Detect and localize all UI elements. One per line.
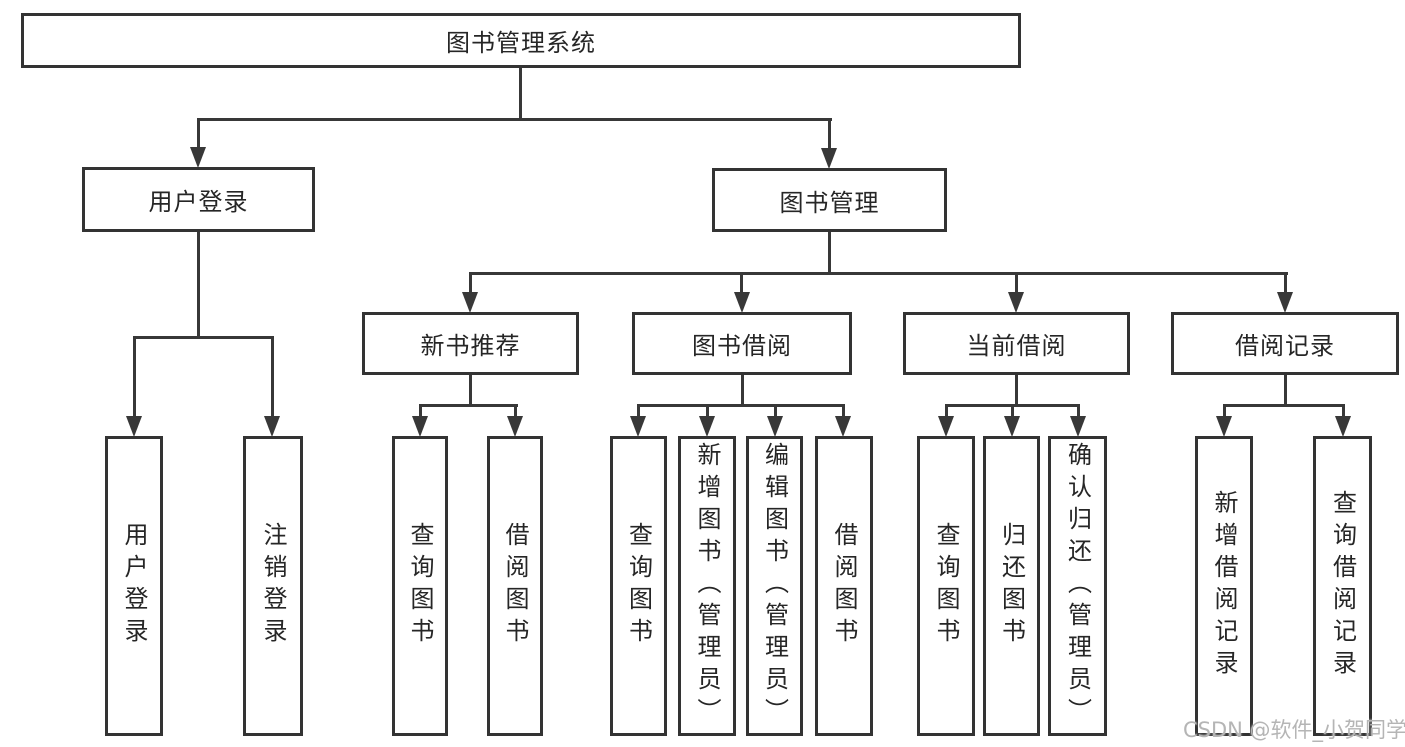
connector-leaf-stub <box>133 336 136 417</box>
connector-leaf-stub <box>469 272 472 294</box>
arrow-down-icon <box>734 292 750 313</box>
csdn-watermark: CSDN @软件_小贺同学 <box>1183 718 1405 742</box>
leaf-edit-book-admin: 编辑图书（管理员） <box>746 436 803 736</box>
arrow-down-icon <box>1277 292 1293 313</box>
leaf-add-book-admin: 新增图书（管理员） <box>678 436 736 736</box>
node-label: 归还图书 <box>997 522 1026 650</box>
leaf-return-book: 归还图书 <box>983 436 1040 736</box>
leaf-borrow-book: 借阅图书 <box>815 436 873 736</box>
node-label: 查询图书 <box>406 522 434 650</box>
arrow-down-icon <box>264 416 280 437</box>
connector-leaf-stub <box>706 404 709 418</box>
arrow-down-icon <box>1216 416 1232 437</box>
arrow-down-icon <box>412 416 428 437</box>
connector-leaf-stub <box>1284 272 1287 294</box>
connector-leaf-stub <box>419 404 422 418</box>
node-new-book-recommend: 新书推荐 <box>362 312 579 375</box>
connector-leaf-stub <box>945 404 948 418</box>
connector-userlogin-rail <box>133 336 274 339</box>
connector-leaf-stub <box>1011 404 1014 418</box>
connector-newbook-rail <box>419 404 518 407</box>
connector-records-stem <box>1284 373 1287 406</box>
connector-root-rail <box>197 118 832 121</box>
connector-leaf-stub <box>1077 404 1080 418</box>
arrow-down-icon <box>767 416 783 437</box>
arrow-down-icon <box>1004 416 1020 437</box>
arrow-down-icon <box>190 147 206 168</box>
node-label: 图书管理系统 <box>446 29 596 57</box>
node-label: 用户登录 <box>120 522 148 650</box>
node-label: 借阅记录 <box>1235 332 1335 360</box>
node-current-borrowing: 当前借阅 <box>903 312 1130 375</box>
connector-leaf-stub <box>1223 404 1226 418</box>
connector-to-book-mgmt <box>828 118 831 150</box>
connector-userlogin-stem <box>197 230 200 338</box>
connector-borrow-rail <box>637 404 845 407</box>
connector-leaf-stub <box>514 404 517 418</box>
arrow-down-icon <box>821 148 837 169</box>
arrow-down-icon <box>938 416 954 437</box>
node-label: 新增图书（管理员） <box>693 442 721 730</box>
node-book-management: 图书管理 <box>712 168 947 232</box>
leaf-user-login: 用户登录 <box>105 436 163 736</box>
node-label: 查询图书 <box>932 522 960 650</box>
node-root-system: 图书管理系统 <box>21 13 1021 68</box>
leaf-confirm-return-admin: 确认归还（管理员） <box>1048 436 1107 736</box>
leaf-current-query-book: 查询图书 <box>917 436 975 736</box>
node-label: 借阅图书 <box>830 522 858 650</box>
arrow-down-icon <box>462 292 478 313</box>
connector-leaf-stub <box>1015 272 1018 294</box>
connector-root-stem <box>519 66 522 120</box>
connector-leaf-stub <box>271 336 274 417</box>
arrow-down-icon <box>835 416 851 437</box>
node-label: 注销登录 <box>259 522 287 650</box>
arrow-down-icon <box>126 416 142 437</box>
connector-current-stem <box>1015 373 1018 406</box>
connector-records-rail <box>1223 404 1344 407</box>
connector-bookmgmt-stem <box>828 230 831 274</box>
connector-leaf-stub <box>774 404 777 418</box>
leaf-recommend-borrow-book: 借阅图书 <box>487 436 543 736</box>
node-label: 借阅图书 <box>501 522 529 650</box>
connector-leaf-stub <box>740 272 743 294</box>
leaf-query-borrow-record: 查询借阅记录 <box>1313 436 1372 736</box>
leaf-logout: 注销登录 <box>243 436 303 736</box>
node-label: 新增借阅记录 <box>1210 490 1238 682</box>
connector-borrow-stem <box>741 373 744 406</box>
node-label: 确认归还（管理员） <box>1063 442 1092 730</box>
arrow-down-icon <box>630 416 646 437</box>
node-label: 查询图书 <box>624 522 653 650</box>
connector-newbook-stem <box>469 373 472 406</box>
leaf-add-borrow-record: 新增借阅记录 <box>1195 436 1253 736</box>
arrow-down-icon <box>1008 292 1024 313</box>
node-label: 当前借阅 <box>966 332 1067 360</box>
arrow-down-icon <box>1335 416 1351 437</box>
node-label: 新书推荐 <box>420 332 521 360</box>
node-label: 图书管理 <box>779 188 880 217</box>
node-label: 用户登录 <box>148 188 249 216</box>
arrow-down-icon <box>507 416 523 437</box>
leaf-borrow-query-book: 查询图书 <box>610 436 667 736</box>
node-user-login: 用户登录 <box>82 167 315 232</box>
leaf-recommend-query-book: 查询图书 <box>392 436 448 736</box>
node-label: 编辑图书（管理员） <box>760 442 789 730</box>
node-label: 图书借阅 <box>692 332 792 360</box>
connector-leaf-stub <box>1342 404 1345 418</box>
connector-leaf-stub <box>842 404 845 418</box>
node-label: 查询借阅记录 <box>1328 490 1357 682</box>
node-borrowing-records: 借阅记录 <box>1171 312 1399 375</box>
connector-leaf-stub <box>637 404 640 418</box>
arrow-down-icon <box>1070 416 1086 437</box>
connector-to-user-login <box>197 118 200 150</box>
connector-bookmgmt-rail <box>469 272 1288 275</box>
arrow-down-icon <box>699 416 715 437</box>
node-book-borrowing: 图书借阅 <box>632 312 852 375</box>
